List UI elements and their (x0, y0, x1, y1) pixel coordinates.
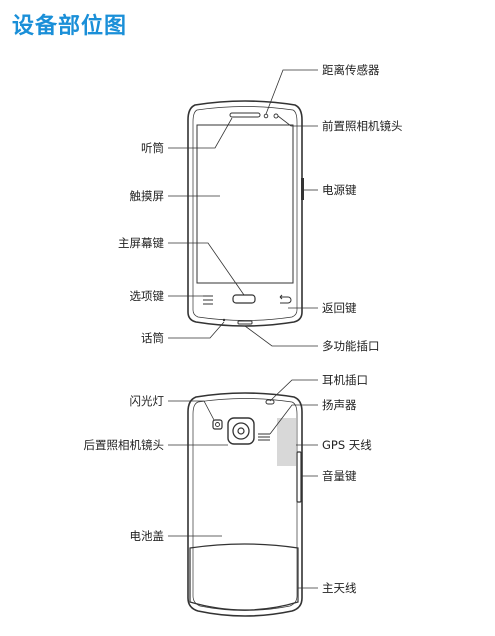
front-inner-outline (192, 106, 298, 321)
back-leader-lines (168, 379, 318, 589)
label-power-key: 电源键 (322, 183, 357, 197)
earpiece-slot (229, 112, 261, 118)
leader-home-key (168, 242, 245, 296)
label-speaker: 扬声器 (322, 398, 357, 412)
label-gps-antenna: GPS 天线 (322, 438, 372, 452)
label-multipurpose-jack: 多功能插口 (322, 339, 380, 353)
leader-proximity-sensor (265, 69, 318, 115)
front-body-outline (187, 100, 303, 327)
label-back-cover: 电池盖 (129, 529, 165, 543)
flash-core (215, 422, 220, 427)
menu-key-shape (203, 295, 213, 305)
label-headset-jack: 耳机插口 (322, 373, 368, 387)
multipurpose-jack-shape (237, 320, 253, 325)
front-leader-lines (168, 69, 318, 347)
speaker-grille (258, 433, 270, 441)
label-microphone: 话筒 (141, 331, 164, 345)
microphone-dot (222, 318, 226, 322)
leader-speaker (269, 404, 318, 435)
headset-jack-shape (265, 399, 275, 405)
gps-antenna-area (277, 418, 296, 466)
leader-front-camera (277, 115, 318, 127)
label-touchscreen: 触摸屏 (129, 189, 165, 203)
power-key-shape (301, 178, 304, 200)
flash-shape (212, 419, 223, 430)
label-main-antenna: 主天线 (322, 581, 357, 595)
volume-key-shape (296, 451, 302, 503)
back-body-outline (187, 392, 303, 617)
leader-microphone (168, 321, 225, 339)
label-menu-key: 选项键 (129, 289, 165, 303)
label-front-camera: 前置照相机镜头 (322, 119, 403, 133)
label-flash: 闪光灯 (129, 394, 165, 408)
back-inner-outline (192, 398, 298, 611)
rear-camera-ring (232, 422, 250, 440)
phone-back-view (187, 392, 303, 617)
page-title: 设备部位图 (12, 14, 128, 39)
label-home-key: 主屏幕键 (118, 236, 164, 250)
label-proximity-sensor: 距离传感器 (322, 63, 380, 77)
back-key-shape (279, 294, 292, 304)
label-earpiece: 听筒 (141, 141, 164, 155)
proximity-sensor-dot (263, 113, 269, 119)
label-volume-key: 音量键 (322, 469, 357, 483)
front-screen (196, 124, 294, 284)
rear-camera-lens (237, 427, 245, 435)
label-back-key: 返回键 (322, 301, 357, 315)
label-rear-camera: 后置照相机镜头 (83, 438, 165, 452)
front-camera-dot (273, 113, 279, 119)
leader-flash (168, 400, 215, 421)
leader-earpiece (168, 117, 233, 149)
main-antenna-line (189, 543, 299, 611)
phone-front-view (187, 100, 304, 327)
home-key-shape (232, 294, 256, 304)
rear-camera-outer (227, 417, 255, 445)
leader-multipurpose-jack (244, 325, 318, 347)
leader-headset-jack (269, 379, 318, 402)
